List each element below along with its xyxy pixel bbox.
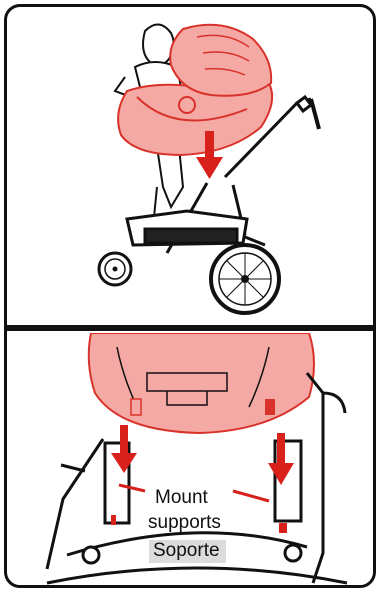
- supports-label: supports: [148, 512, 221, 534]
- mount-label: Mount: [155, 487, 208, 509]
- soporte-label: Soporte: [149, 540, 226, 563]
- rear-wheel: [211, 245, 279, 313]
- right-support-marker: [279, 523, 287, 533]
- left-support-marker: [111, 515, 116, 525]
- car-seat-base: [89, 333, 314, 433]
- car-seat: [118, 25, 272, 155]
- stroller-with-car-seat-illustration: [7, 7, 376, 325]
- panel-divider: [7, 325, 373, 331]
- top-illustration-panel: [7, 7, 373, 325]
- front-wheel: [99, 253, 131, 285]
